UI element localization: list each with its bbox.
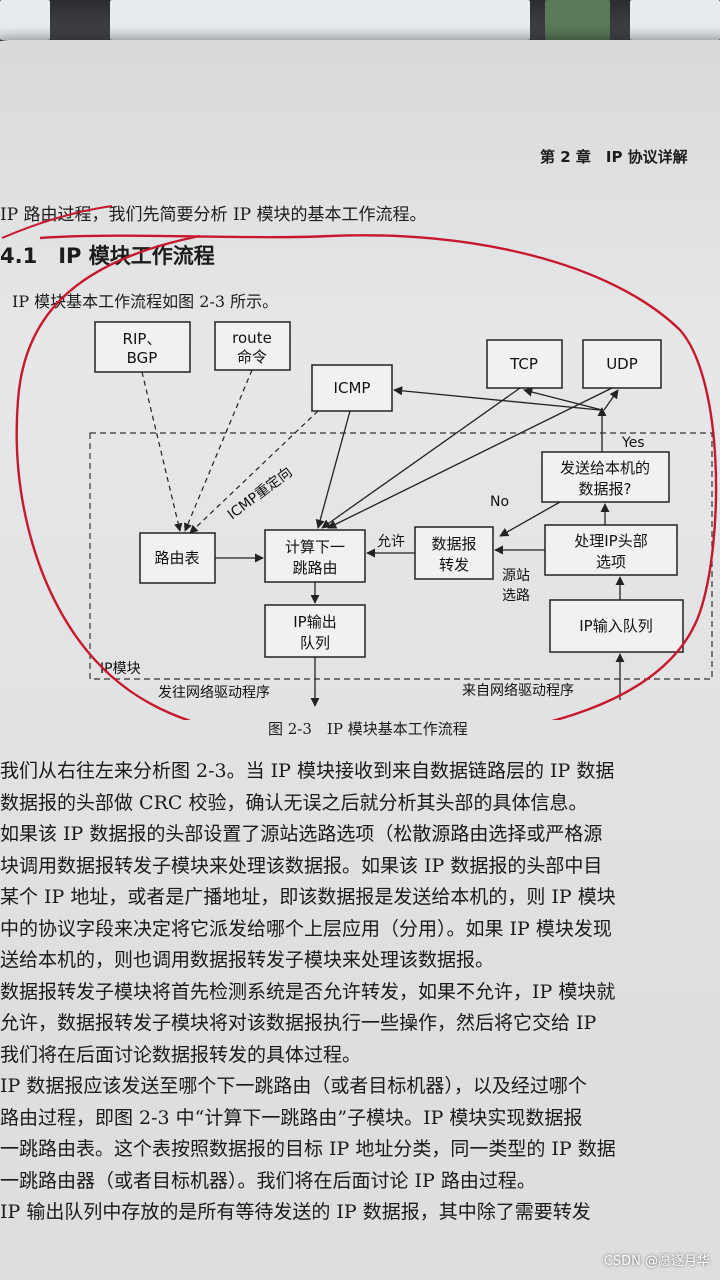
next-hop-box bbox=[264, 529, 366, 583]
red-hand-drawn-tick bbox=[1, 205, 113, 239]
rip-bgp-label-1: RIP、 bbox=[123, 330, 162, 348]
paragraph-line: IP 数据报应该发送至哪个下一跳路由（或者目标机器），以及经过哪个 bbox=[0, 1075, 587, 1097]
csdn-watermark: CSDN @愿逐月华 bbox=[603, 1254, 710, 1269]
route-table-box bbox=[139, 532, 216, 584]
yes-branch-icmp-arrow bbox=[393, 386, 601, 411]
udp-to-nexthop-arrow bbox=[327, 387, 613, 529]
paragraph-line: 路由过程，即图 2-3 中“计算下一跳路由”子模块。IP 模块实现数据报 bbox=[0, 1106, 583, 1129]
no-label: No bbox=[490, 494, 509, 510]
paragraph-line: 允许，数据报转发子模块将对该数据报执行一些操作，然后将它交给 IP bbox=[0, 1012, 597, 1034]
ip-module-flow-diagram: RIP、 BGP route 命令 ICMP TCP UDP 发送给本机的 数据… bbox=[1, 205, 718, 720]
yes-branch-tcp-arrow bbox=[523, 387, 603, 411]
sendlocal-no-arrow bbox=[499, 501, 561, 537]
route-command-label-2: 命令 bbox=[237, 348, 267, 366]
yes-label: Yes bbox=[621, 435, 645, 451]
process-header-label-2: 选项 bbox=[596, 553, 626, 571]
figure-lead-line: IP 模块基本工作流程如图 2-3 所示。 bbox=[12, 292, 279, 311]
route-command-box bbox=[214, 321, 291, 371]
paragraph-line: 某个 IP 地址，或者是广播地址，即该数据报是发送给本机的，则 IP 模块 bbox=[0, 886, 616, 908]
source-route-label-1: 源站 bbox=[502, 568, 530, 584]
yes-branch-udp-arrow bbox=[603, 389, 619, 411]
udp-label: UDP bbox=[606, 355, 638, 373]
send-local-label-1: 发送给本机的 bbox=[560, 459, 650, 477]
paragraph-line: 一跳路由表。这个表按照数据报的目标 IP 地址分类，同一类型的 IP 数据 bbox=[0, 1138, 616, 1160]
next-hop-label-2: 跳路由 bbox=[292, 559, 337, 577]
intro-line: IP 路由过程，我们先简要分析 IP 模块的基本工作流程。 bbox=[0, 205, 427, 225]
section-title: 4.1 IP 模块工作流程 bbox=[0, 244, 215, 268]
paragraph-line: 我们从右往左来分析图 2-3。当 IP 模块接收到来自数据链路层的 IP 数据 bbox=[0, 760, 615, 782]
paragraph-line: 如果该 IP 数据报的头部设置了源站选路选项（松散源路由选择或严格源 bbox=[0, 823, 603, 845]
icmp-redirect-arrow bbox=[189, 410, 319, 534]
allow-label: 允许 bbox=[377, 534, 405, 550]
rip-to-routetable-arrow bbox=[141, 371, 183, 532]
process-header-label-1: 处理IP头部 bbox=[574, 532, 647, 550]
icmp-redirect-label: ICMP重定向 bbox=[225, 464, 296, 523]
paragraph-line: 数据报转发子模块将首先检测系统是否允许转发，如果不允许，IP 模块就 bbox=[0, 980, 616, 1003]
output-queue-label-2: 队列 bbox=[300, 634, 330, 652]
body-paragraphs: 我们从右往左来分析图 2-3。当 IP 模块接收到来自数据链路层的 IP 数据 … bbox=[0, 756, 720, 1229]
next-hop-label-1: 计算下一 bbox=[285, 538, 345, 556]
output-queue-label-1: IP输出 bbox=[293, 613, 336, 631]
udp-box bbox=[582, 339, 662, 389]
route-command-label-1: route bbox=[232, 329, 272, 347]
forward-label-1: 数据报 bbox=[431, 535, 476, 553]
to-driver-label: 发往网络驱动程序 bbox=[158, 685, 270, 701]
from-driver-label: 来自网络驱动程序 bbox=[462, 683, 574, 699]
icmp-to-nexthop-arrow bbox=[315, 410, 351, 529]
icmp-box bbox=[311, 364, 393, 412]
source-route-label-2: 选路 bbox=[502, 588, 530, 604]
rip-bgp-label-2: BGP bbox=[127, 349, 158, 367]
tcp-to-nexthop-arrow bbox=[321, 387, 521, 529]
send-local-box bbox=[541, 451, 670, 503]
process-header-box bbox=[544, 524, 678, 576]
book-page bbox=[0, 40, 720, 1280]
paragraph-line: 送给本机的，则也调用数据报转发子模块来处理该数据报。 bbox=[0, 949, 495, 971]
paragraph-line: 数据报的头部做 CRC 校验，确认无误之后就分析其头部的具体信息。 bbox=[0, 791, 588, 814]
forward-label-2: 转发 bbox=[439, 556, 469, 574]
chapter-header: 第 2 章 IP 协议详解 bbox=[540, 148, 688, 166]
input-queue-box bbox=[549, 599, 684, 653]
paragraph-line: IP 输出队列中存放的是所有等待发送的 IP 数据报，其中除了需要转发 bbox=[0, 1201, 591, 1223]
tcp-label: TCP bbox=[509, 355, 538, 373]
route-to-routetable-arrow bbox=[184, 369, 253, 532]
paragraph-line: 我们将在后面讨论数据报转发的具体过程。 bbox=[0, 1043, 362, 1066]
paragraph-line: 块调用数据报转发子模块来处理该数据报。如果该 IP 数据报的头部中目 bbox=[0, 854, 603, 877]
route-table-label: 路由表 bbox=[154, 549, 199, 567]
red-hand-drawn-circle bbox=[15, 234, 718, 720]
rip-bgp-box bbox=[94, 321, 191, 373]
paragraph-line: 一跳路由器（或者目标机器）。我们将在后面讨论 IP 路由过程。 bbox=[0, 1169, 536, 1192]
send-local-label-2: 数据报? bbox=[579, 480, 632, 498]
ip-module-label: IP模块 bbox=[100, 661, 141, 677]
figure-caption: 图 2-3 IP 模块基本工作流程 bbox=[268, 720, 468, 738]
paragraph-line: 中的协议字段来决定将它派发给哪个上层应用（分用）。如果 IP 模块发现 bbox=[0, 917, 612, 940]
tcp-box bbox=[486, 339, 563, 389]
input-queue-label: IP输入队列 bbox=[579, 617, 652, 635]
icmp-label: ICMP bbox=[334, 379, 371, 397]
